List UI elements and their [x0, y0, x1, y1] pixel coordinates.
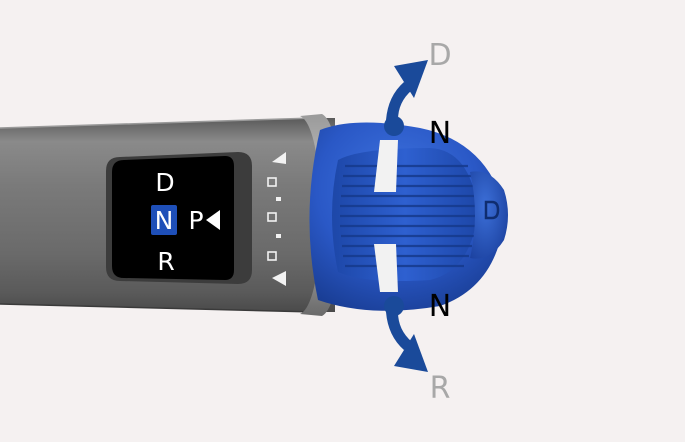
label-bottom-neutral: N — [429, 289, 451, 324]
detent-markers — [267, 152, 286, 286]
label-bottom-direction: R — [430, 371, 451, 406]
park-button-icon — [484, 200, 500, 220]
gear-display: D N P R — [106, 152, 252, 284]
gear-indicator-p: P — [188, 206, 203, 235]
gear-indicator-d: D — [155, 168, 174, 197]
pointer-icon — [206, 210, 220, 230]
gear-indicator-n: N — [155, 206, 174, 235]
label-top-neutral: N — [429, 116, 451, 151]
rotate-up-arrow-icon — [384, 60, 428, 136]
knob-grip-ridges — [340, 164, 477, 268]
rotary-knob — [309, 122, 508, 311]
gear-indicator-r: R — [157, 247, 174, 276]
rotate-down-arrow-icon — [384, 296, 428, 372]
label-top-direction: D — [428, 38, 451, 73]
knob-end-cap — [470, 171, 508, 259]
gear-highlight — [151, 205, 177, 235]
